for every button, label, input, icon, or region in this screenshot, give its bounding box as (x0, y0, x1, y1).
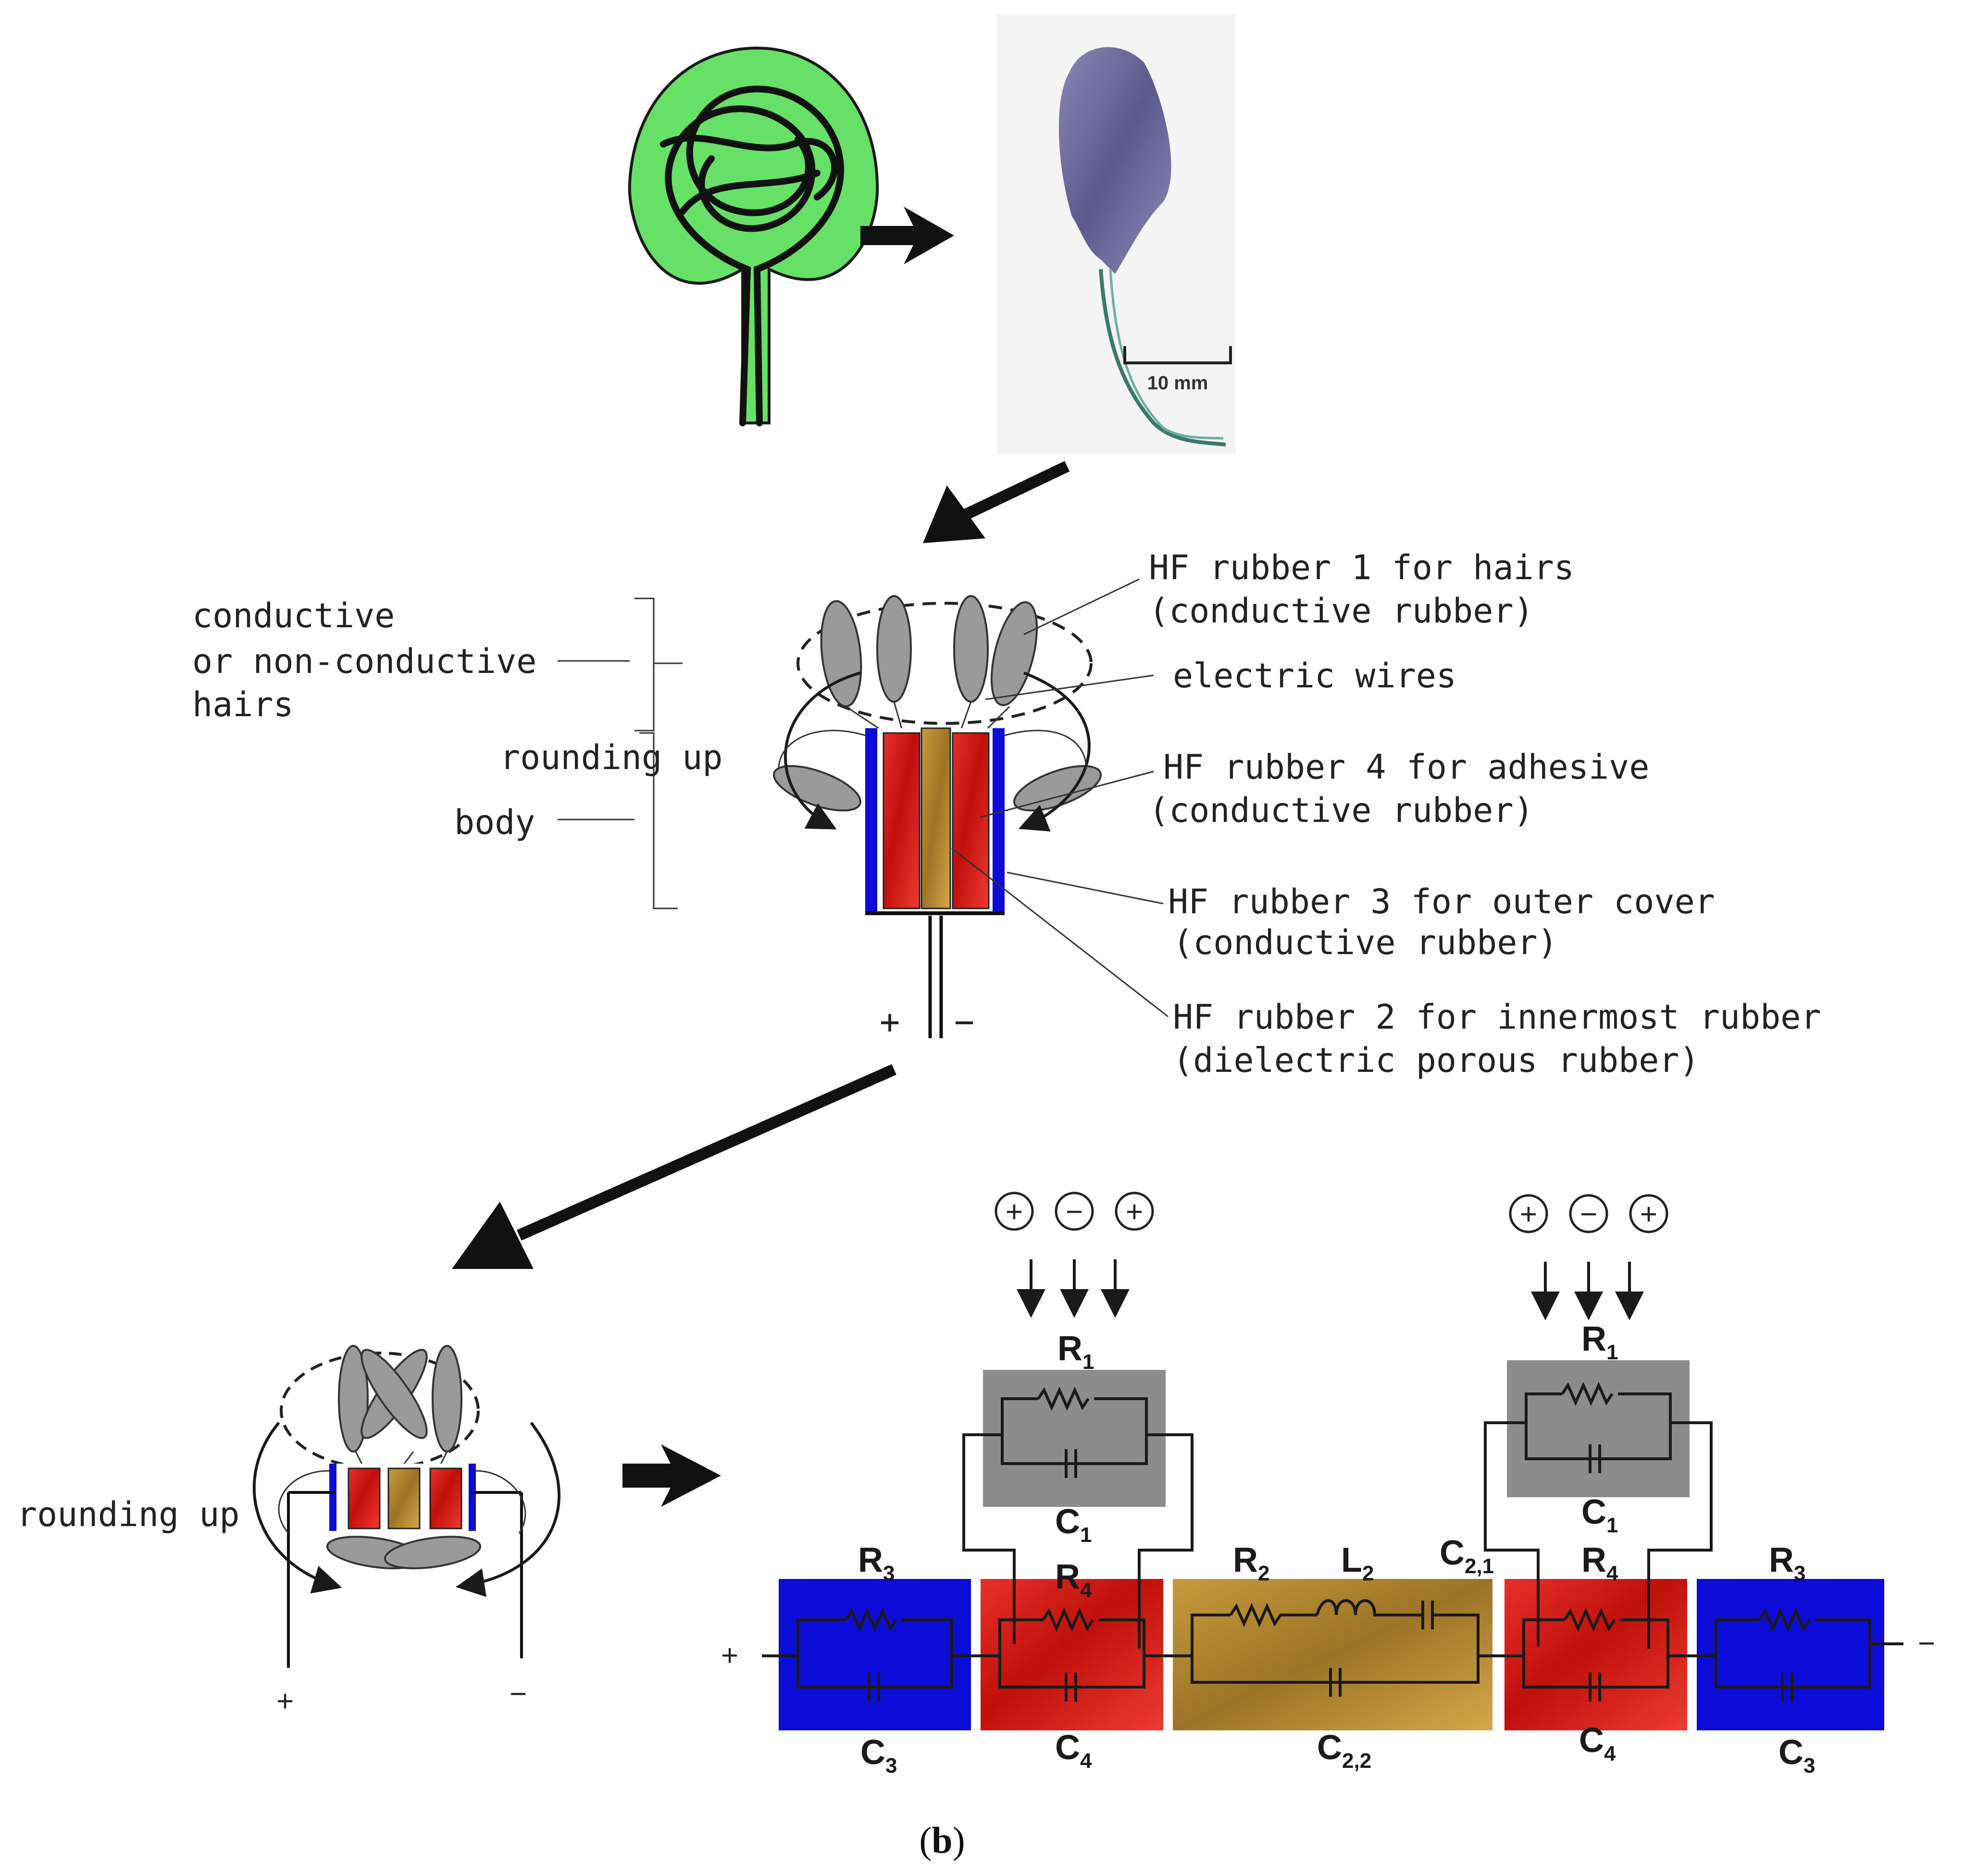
charge-plus: + (1640, 1198, 1657, 1231)
hf1-label-line2: (conductive rubber) (1149, 591, 1534, 631)
hairs-label-line3: hairs (192, 685, 294, 724)
scale-bar: 10 mm (1123, 346, 1232, 394)
charges-right: + − + (1509, 1194, 1668, 1320)
figure-caption: (b) (919, 1819, 965, 1861)
block-hf3-right (1697, 1579, 1884, 1730)
rounding-up-label-2: rounding up (17, 1495, 240, 1534)
rounded-rubber-4-left (348, 1467, 381, 1529)
label-r1-left: R1 (1057, 1329, 1094, 1374)
charge-plus: + (1520, 1198, 1537, 1231)
rc-hf1-left (962, 1386, 1194, 1649)
rc-hf4-left (998, 1607, 1145, 1702)
label-r4-left: R4 (1055, 1558, 1092, 1602)
block-hf1-right (1507, 1360, 1690, 1497)
circuit-minus-terminal: − (1918, 1627, 1935, 1660)
hf4-label-line1: HF rubber 4 for adhesive (1163, 747, 1649, 787)
hair (1013, 765, 1102, 812)
label-r2: R2 (1233, 1541, 1269, 1585)
hair (384, 1536, 482, 1569)
label-l2: L2 (1341, 1541, 1374, 1585)
label-r4-right: R4 (1581, 1541, 1618, 1585)
hairs-label-line2: or non-conductive (192, 642, 536, 681)
rc-hf4-right (1522, 1607, 1669, 1702)
arrow-to-photo (860, 207, 954, 264)
rounded-rubber-4-right (429, 1467, 462, 1529)
rc-hf3-right (1715, 1607, 1871, 1702)
label-c4-left: C4 (1055, 1728, 1092, 1773)
hf2-label-line2: (dielectric porous rubber) (1173, 1041, 1700, 1080)
hf-rubber-2-core (920, 727, 951, 909)
hf4-label-line2: (conductive rubber) (1149, 791, 1534, 830)
arrow-to-bottom-diagram (452, 1064, 896, 1269)
charge-minus: − (1066, 1195, 1083, 1229)
arrow-to-circuit (622, 1444, 721, 1507)
minus-terminal-label: − (954, 1002, 974, 1042)
sensor-diagram: conductive or non-conductive hairs round… (192, 548, 1821, 1080)
hf1-label-line1: HF rubber 1 for hairs (1149, 548, 1574, 587)
hair (990, 601, 1038, 707)
hairs-label-line1: conductive (192, 596, 395, 635)
charge-minus: − (1580, 1198, 1597, 1231)
charges-left: + − + (995, 1192, 1154, 1318)
rc-hf1-right (1484, 1381, 1713, 1649)
scale-bar-label: 10 mm (1147, 373, 1208, 394)
label-c3-right: C3 (1778, 1733, 1815, 1777)
hair (953, 595, 989, 703)
equivalent-circuit: + − + + − + R1 R1 C1 C1 R3 R3 R4 R4 R2 L… (721, 1192, 1935, 1777)
hf3-label-line2: (conductive rubber) (1173, 923, 1558, 962)
label-c22: C2,2 (1317, 1728, 1371, 1773)
sensor-photo: 10 mm (997, 14, 1235, 454)
hf3-label-line1: HF rubber 3 for outer cover (1168, 882, 1715, 921)
label-r3-left: R3 (858, 1541, 895, 1585)
label-c3-left: C3 (860, 1733, 897, 1777)
hair (361, 1349, 428, 1439)
hair (432, 1345, 462, 1453)
hair (772, 765, 862, 812)
wires-label: electric wires (1173, 656, 1456, 696)
label-c4-right: C4 (1579, 1721, 1616, 1765)
block-hf4-left (981, 1579, 1163, 1730)
rounded-sensor-diagram: rounding up + − (17, 1345, 560, 1718)
rounded-rubber-2-core (387, 1467, 421, 1529)
hair (338, 1345, 369, 1453)
body-label: body (454, 803, 535, 842)
block-hf4-right (1505, 1579, 1687, 1730)
plus-terminal-label: + (880, 1002, 900, 1042)
label-c1-right: C1 (1581, 1493, 1618, 1537)
label-r3-right: R3 (1769, 1541, 1805, 1585)
rounded-plus-label: + (276, 1685, 294, 1718)
hf2-label-line1: HF rubber 2 for innermost rubber (1173, 997, 1821, 1037)
block-hf3-left (779, 1579, 971, 1730)
hf-rubber-4-right (952, 732, 990, 909)
rounded-minus-label: − (510, 1677, 527, 1711)
charge-plus: + (1126, 1195, 1143, 1229)
label-c21: C2,1 (1440, 1534, 1494, 1578)
rc-hf2 (1191, 1599, 1480, 1697)
leaf-drawing (628, 46, 879, 426)
rounding-up-label: rounding up (500, 738, 723, 777)
hair (876, 595, 912, 703)
label-r1-right: R1 (1581, 1320, 1618, 1364)
rc-hf3-left (796, 1607, 953, 1702)
circuit-plus-terminal: + (721, 1639, 738, 1672)
hf-rubber-4-left (883, 732, 920, 909)
charge-plus: + (1006, 1195, 1023, 1229)
arrow-to-sensor-diagram (923, 461, 1070, 543)
label-c1-left: C1 (1055, 1503, 1092, 1547)
